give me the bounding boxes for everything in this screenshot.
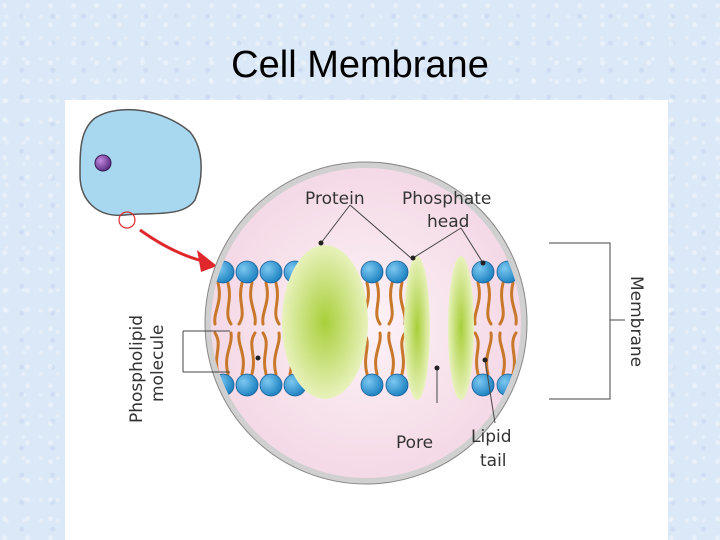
phosphate-head: [385, 260, 409, 284]
lipid-tail-label-2: tail: [480, 451, 507, 471]
phosphate-head: [235, 373, 259, 397]
lipid-tail: [511, 331, 518, 376]
lipid-tail: [473, 331, 480, 376]
lipid-tail: [387, 331, 395, 376]
lipid-tail: [537, 333, 542, 374]
cell-body: [79, 108, 202, 216]
phosphate-head: [360, 260, 384, 284]
protein-label: Protein: [305, 189, 365, 209]
lipid-tail: [250, 331, 257, 376]
lipid-tail: [486, 281, 493, 326]
lipid-tail: [226, 281, 233, 326]
lipid-tail: [510, 281, 518, 326]
lipid-tail: [400, 331, 407, 376]
lipid-tail: [375, 281, 382, 326]
zoom-circle-marker: [118, 211, 136, 229]
membrane-bilayer: [211, 245, 591, 400]
membrane-label: Membrane: [626, 276, 646, 367]
lipid-tail: [538, 283, 541, 324]
lipid-tail: [237, 331, 245, 376]
phosphate-head: [548, 374, 570, 396]
lipid-tail: [261, 281, 269, 326]
lipid-tail: [551, 333, 556, 374]
membrane-bracket: [549, 242, 611, 400]
cell-nucleus: [94, 154, 112, 172]
lipid-tail: [564, 333, 567, 374]
protein-channel-right: [448, 256, 474, 400]
lipid-tail: [485, 331, 493, 376]
leader-lines: [320, 204, 496, 424]
phosphate-head-label-2: head: [427, 212, 469, 232]
phosphate-head: [360, 373, 384, 397]
phosphate-head: [471, 373, 495, 397]
lipid-tail-label-1: Lipid: [471, 427, 512, 447]
protein-large: [282, 245, 368, 399]
lipid-tail: [498, 331, 506, 376]
lipid-tail: [274, 281, 281, 326]
protein-channel-left: [404, 256, 430, 400]
lipid-tail: [273, 331, 281, 376]
phosphate-head: [522, 374, 544, 396]
lipid-tail: [473, 281, 481, 326]
protein-right: [535, 248, 591, 342]
lipid-tail: [551, 283, 554, 324]
phosphate-head: [385, 373, 409, 397]
leader-dots: [255, 240, 488, 371]
phosphate-head: [522, 261, 544, 283]
lipid-tail: [563, 283, 568, 324]
membrane-diagram: Protein Phosphate head Pore Lipid tail M…: [79, 108, 646, 485]
lipid-tail: [374, 331, 382, 376]
figure-panel: Protein Phosphate head Pore Lipid tail M…: [65, 100, 668, 540]
slide-title: Cell Membrane: [231, 44, 489, 86]
phosphate-head: [259, 373, 283, 397]
lipid-tail: [249, 281, 257, 326]
lipid-tail: [387, 281, 394, 326]
lipid-tail: [237, 281, 244, 326]
lipid-tail: [498, 281, 505, 326]
lipid-tail: [225, 331, 233, 376]
lipid-tail: [213, 281, 221, 326]
zoom-arrow: [139, 228, 208, 264]
zoom-arrow-head: [197, 250, 217, 272]
lipid-tail: [261, 331, 268, 376]
phosphate-head-label-1: Phosphate: [402, 189, 491, 209]
phosphate-head: [259, 260, 283, 284]
phospholipid-label-2: molecule: [148, 325, 168, 402]
phospholipid-label-1: Phospholipid: [127, 315, 147, 423]
pore-label: Pore: [396, 433, 433, 453]
phosphate-head: [235, 260, 259, 284]
phosphate-head: [548, 261, 570, 283]
